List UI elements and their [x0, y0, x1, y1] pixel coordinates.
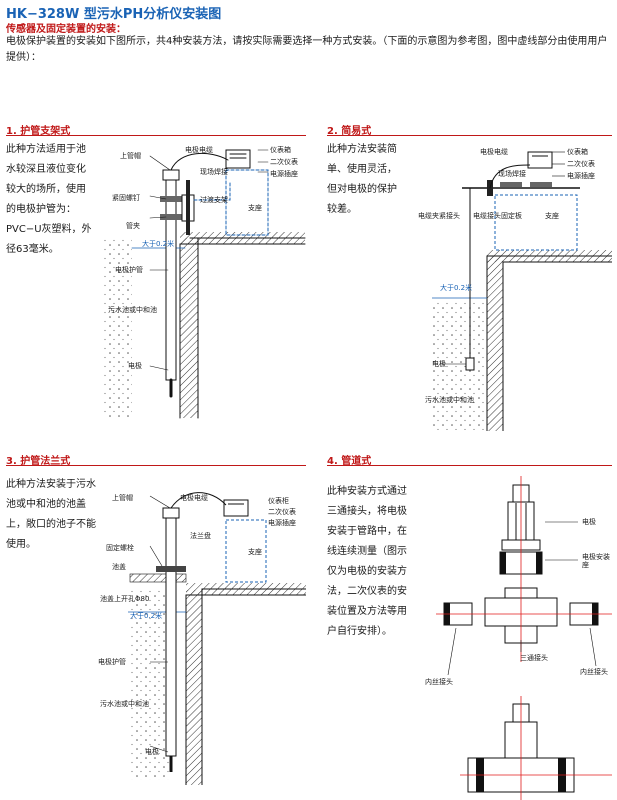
section-2-description: 此种方法安装简单、使用灵活，但对电极的保护较差。 [327, 144, 397, 215]
section-4-rule [327, 465, 612, 466]
d3-guard-label: 电极护管 [98, 658, 126, 666]
page-subtitle: 传感器及固定装置的安装： [6, 24, 126, 35]
d4-thread-right-label: 内丝接头 [580, 668, 608, 676]
d3-transmitter-label: 二次仪表 [268, 508, 296, 516]
section-2-heading: 2. 简易式 [327, 126, 372, 137]
section-3-heading: 3. 护管法兰式 [6, 456, 71, 467]
diagram-2 [432, 151, 612, 431]
d3-electrode-label: 电极 [145, 748, 159, 756]
section-1-heading: 1. 护管支架式 [6, 126, 71, 137]
d1-distance-label: 大于0.2米 [142, 240, 175, 248]
d3-flange-label: 法兰盘 [190, 532, 211, 540]
d4-seat-label: 电极安装座 [582, 553, 610, 569]
d1-base-label: 支座 [248, 204, 262, 212]
section-3-description: 此种方法安装于污水池或中和池的池盖上，敞口的池子不能使用。 [6, 479, 96, 550]
d2-box-label: 仪表箱 [567, 148, 588, 156]
d4-tee-label: 三通接头 [520, 654, 548, 662]
section-1-rule [6, 135, 306, 136]
intro-text: 电极保护装置的安装如下图所示，共4种安装方法，请按实际需要选择一种方式安装。（下… [6, 36, 608, 63]
d3-box-label: 仪表柜 [268, 497, 289, 505]
d3-cover-label: 池盖 [112, 563, 126, 571]
diagram-4 [436, 476, 612, 800]
d3-hole-label: 池盖上开孔Φ80 [100, 595, 150, 603]
d2-socket-label: 电源插座 [567, 172, 595, 180]
d2-pool-label: 污水池或中和池 [425, 396, 474, 404]
d2-plate-label: 电缆接头固定板 [473, 212, 522, 220]
d1-clamp-screw-label: 紧固螺钉 [112, 194, 140, 202]
d1-bracket-label: 过渡支架 [200, 196, 228, 204]
d1-cable-label: 电极电缆 [185, 146, 213, 154]
d3-distance-label: 大于0.2米 [130, 612, 163, 620]
d3-fix-bolt-label: 固定螺栓 [106, 544, 134, 552]
d1-weld-label: 现场焊接 [200, 168, 228, 176]
page-title: HK−328W 型污水PH分析仪安装图 [6, 7, 222, 22]
pool-fill [102, 238, 132, 418]
d3-pool-label: 污水池或中和池 [100, 700, 149, 708]
d3-cap-label: 上管帽 [112, 494, 133, 502]
d2-electrode-label: 电极 [432, 360, 446, 368]
d2-holder-label: 电缆夹紧接头 [418, 212, 460, 220]
d3-socket-label: 电源插座 [268, 519, 296, 527]
diagram-1 [102, 149, 306, 419]
d1-box-label: 仪表箱 [270, 146, 291, 154]
d3-base-label: 支座 [248, 548, 262, 556]
section-2-rule [327, 135, 612, 136]
d2-weld-label: 现场焊接 [498, 170, 526, 178]
d4-thread-left-label: 内丝接头 [425, 678, 453, 686]
d1-pool-label: 污水池或中和池 [108, 306, 157, 314]
d2-cable-label: 电极电缆 [480, 148, 508, 156]
diagram-3 [128, 492, 306, 785]
d1-guard-label: 电极护管 [115, 266, 143, 274]
d4-electrode-label: 电极 [582, 518, 596, 526]
d2-base-label: 支座 [545, 212, 559, 220]
d1-pipe-clamp-label: 管夹 [126, 222, 140, 230]
d3-cable-label: 电极电缆 [180, 494, 208, 502]
d1-cap-label: 上管帽 [120, 152, 141, 160]
d2-transmitter-label: 二次仪表 [567, 160, 595, 168]
section-1-description: 此种方法适用于池水较深且液位变化较大的场所，使用的电极护管为：PVC−U灰塑料，… [6, 144, 92, 255]
d2-distance-label: 大于0.2米 [440, 284, 473, 292]
pool-wall [180, 238, 198, 418]
d1-electrode-label: 电极 [128, 362, 142, 370]
d1-socket-label: 电源插座 [270, 170, 298, 178]
section-4-description: 此种安装方式通过三通接头，将电极安装于管路中，在线连续测量（图示仅为电极的安装方… [327, 486, 407, 637]
section-3-rule [6, 465, 306, 466]
section-4-heading: 4. 管道式 [327, 456, 372, 467]
d1-transmitter-label: 二次仪表 [270, 158, 298, 166]
